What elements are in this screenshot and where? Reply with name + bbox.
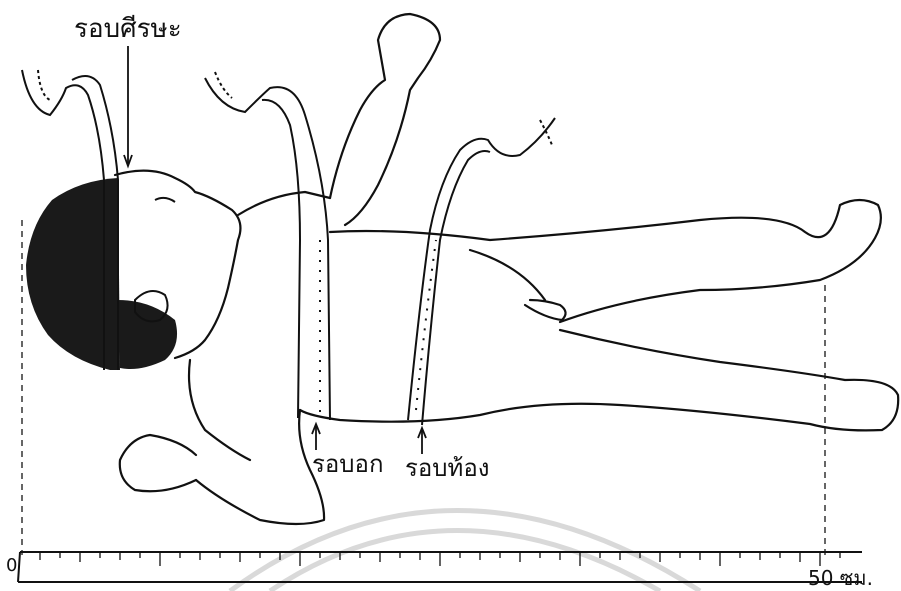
abdomen-circumference-label: รอบท้อง xyxy=(405,456,490,480)
infant-eye xyxy=(155,198,175,202)
ruler-end-label: 50 ซม. xyxy=(808,568,873,588)
pointer-lines xyxy=(124,46,426,454)
ruler-start-label: 0 xyxy=(6,557,17,575)
chest-circumference-label: รอบอก xyxy=(312,452,383,476)
guide-lines xyxy=(22,220,825,555)
abdomen-measuring-tape xyxy=(408,118,555,425)
infant-hair xyxy=(26,178,177,370)
chest-measuring-tape xyxy=(205,72,330,420)
head-circumference-label: รอบศีรษะ xyxy=(74,16,182,42)
infant-body xyxy=(115,14,898,524)
measuring-ruler xyxy=(18,552,862,582)
watermark-arcs xyxy=(230,511,700,591)
